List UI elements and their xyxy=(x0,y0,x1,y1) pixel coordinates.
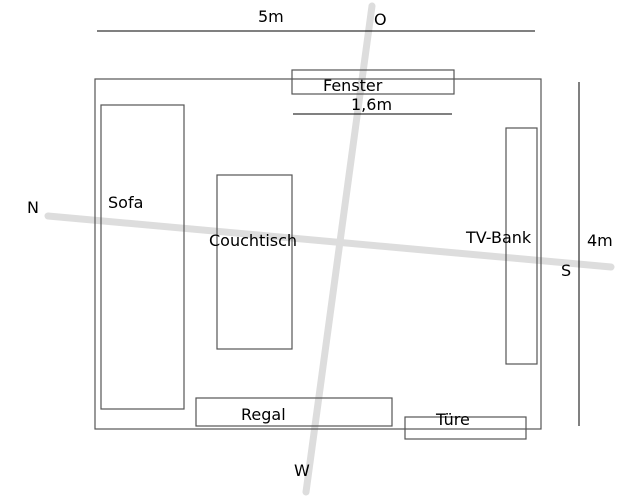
width-label: 5m xyxy=(258,7,284,26)
window-label: Fenster xyxy=(323,76,383,95)
compass-east: O xyxy=(374,10,387,29)
shelf-label: Regal xyxy=(241,405,286,424)
compass-west: W xyxy=(294,461,310,480)
coffee-table-label: Couchtisch xyxy=(209,231,297,250)
room-outline xyxy=(94,78,542,430)
north-south-axis xyxy=(44,212,615,271)
shelf-rect xyxy=(195,397,393,427)
tv-bench-rect xyxy=(505,127,538,365)
sofa-label: Sofa xyxy=(108,193,143,212)
compass-south: S xyxy=(561,261,571,280)
tv-bench-label: TV-Bank xyxy=(465,228,532,247)
height-label: 4m xyxy=(587,231,613,250)
east-west-axis xyxy=(302,2,376,496)
door-rect xyxy=(404,416,527,440)
door-label: Türe xyxy=(435,410,470,429)
coffee-table-rect xyxy=(216,174,293,350)
compass-north: N xyxy=(27,198,39,217)
sofa-rect xyxy=(100,104,185,410)
window-dimension-label: 1,6m xyxy=(351,95,392,114)
window-rect xyxy=(291,69,455,95)
